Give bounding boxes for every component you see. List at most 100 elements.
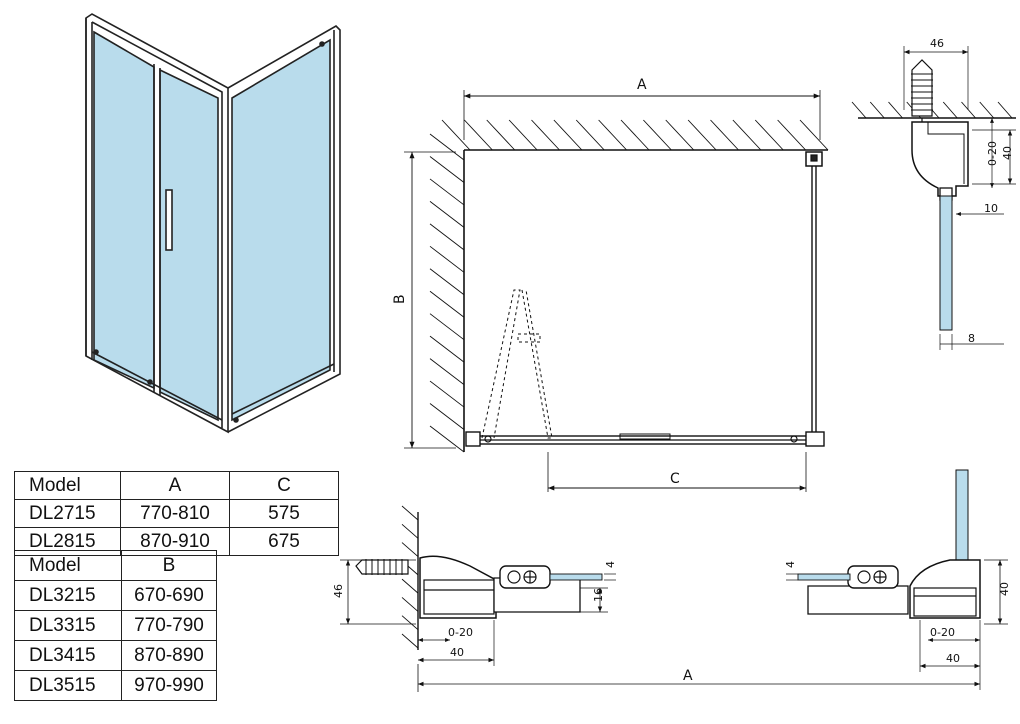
- dim-label-020-bl: 0-20: [448, 626, 473, 639]
- wall-hatch-top: [441, 119, 829, 151]
- cell-a: 770-810: [120, 499, 230, 528]
- plan-view: [404, 90, 829, 492]
- hatch-line: [429, 335, 465, 363]
- glass-bl: [549, 573, 603, 581]
- dim-label-40-br: 40: [946, 652, 960, 665]
- model-table-a-c: Model A C DL2715 770-810 575 DL2815 870-…: [14, 471, 339, 556]
- hatch-line: [643, 119, 672, 151]
- header-model: Model: [14, 471, 121, 500]
- table-row: DL3415 870-890: [14, 640, 217, 671]
- hatch-line: [429, 178, 465, 206]
- hatch-line: [575, 119, 605, 151]
- hatch-line: [429, 133, 465, 161]
- cell-model: DL3415: [14, 640, 122, 671]
- hatch-line: [429, 425, 465, 453]
- profile-glass: [939, 195, 953, 331]
- dim-label-020-top: 0-20: [986, 141, 999, 166]
- cell-model: DL3515: [14, 670, 122, 701]
- dim-label-46-top: 46: [930, 37, 944, 50]
- hatch-line: [777, 119, 806, 151]
- table-header-row: Model B: [14, 550, 217, 581]
- hatch-line: [464, 119, 493, 151]
- side-fixed-glass: [231, 38, 331, 422]
- wall-hatch-left: [429, 133, 465, 453]
- model-table-b: Model B DL3215 670-690 DL3315 770-790 DL…: [14, 550, 217, 701]
- hatch-line: [401, 615, 419, 631]
- hatch-line: [401, 597, 419, 612]
- door-handle: [165, 189, 173, 251]
- hatch-line: [401, 523, 419, 539]
- hatch-line: [441, 119, 471, 151]
- hatch-line: [401, 633, 419, 649]
- table-row: DL2715 770-810 575: [14, 499, 339, 528]
- hatch-line: [851, 101, 867, 119]
- hatch-line: [401, 505, 419, 521]
- hatch-line: [429, 290, 465, 318]
- section-detail-right: [786, 469, 1008, 690]
- hatch-line: [979, 101, 995, 119]
- hatch-line: [997, 101, 1013, 119]
- cell-b: 670-690: [121, 580, 217, 611]
- cell-model: DL3315: [14, 610, 122, 641]
- hatch-line: [869, 101, 885, 119]
- hatch-line: [710, 119, 739, 151]
- cell-b: 970-990: [121, 670, 217, 701]
- hatch-line: [429, 201, 465, 228]
- cell-c: 575: [229, 499, 339, 528]
- wall-hatch-bottom-left: [401, 505, 419, 649]
- table-row: DL3315 770-790: [14, 610, 217, 641]
- section-detail-left: [340, 505, 616, 666]
- dim-label-b: B: [392, 294, 408, 304]
- cell-b: 870-890: [121, 640, 217, 671]
- dim-label-020-br: 0-20: [930, 626, 955, 639]
- hatch-line: [401, 542, 419, 557]
- hatch-line: [942, 101, 958, 119]
- enclosure-3d-view: [85, 13, 341, 434]
- glass-br: [797, 573, 851, 581]
- header-model: Model: [14, 550, 122, 581]
- hatch-line: [429, 313, 465, 341]
- hatch-line: [429, 223, 465, 251]
- dim-label-40-top: 40: [1001, 146, 1014, 160]
- cell-model: DL2715: [14, 499, 121, 528]
- dim-label-a: A: [637, 77, 647, 93]
- hatch-line: [799, 119, 829, 151]
- header-c: C: [229, 471, 339, 500]
- hatch-line: [888, 101, 903, 119]
- hatch-line: [961, 101, 976, 119]
- hatch-line: [598, 119, 627, 151]
- dim-label-40-br-h: 40: [998, 582, 1011, 596]
- hatch-line: [531, 119, 560, 151]
- hatch-line: [429, 358, 465, 385]
- hatch-line: [429, 245, 465, 273]
- hatch-line: [620, 119, 650, 151]
- hatch-line: [553, 119, 583, 151]
- table-row: DL3515 970-990: [14, 670, 217, 701]
- header-a: A: [120, 471, 230, 500]
- hatch-line: [665, 119, 695, 151]
- table-header-row: Model A C: [14, 471, 339, 500]
- dim-label-a-bottom: A: [683, 668, 693, 684]
- hatch-line: [687, 119, 717, 151]
- overall-width-dim: [417, 664, 980, 692]
- dim-label-10: 10: [984, 202, 998, 215]
- dim-label-c: C: [670, 471, 680, 487]
- hatch-line: [732, 119, 762, 151]
- table-row: DL3215 670-690: [14, 580, 217, 611]
- hatch-line: [508, 119, 538, 151]
- dim-label-40-bl: 40: [450, 646, 464, 659]
- front-fixed-glass: [93, 30, 155, 390]
- hatch-line: [429, 403, 465, 430]
- cell-c: 675: [229, 527, 339, 556]
- dim-label-4-bl: 4: [604, 561, 617, 568]
- wall-hatch-detail: [851, 101, 1013, 119]
- cell-model: DL3215: [14, 580, 122, 611]
- hatch-line: [429, 268, 465, 296]
- profile-detail-top: [851, 46, 1016, 350]
- cell-b: 770-790: [121, 610, 217, 641]
- hatch-line: [401, 578, 419, 594]
- dim-label-4-br: 4: [784, 561, 797, 568]
- hatch-line: [754, 119, 784, 151]
- hatch-line: [429, 156, 465, 183]
